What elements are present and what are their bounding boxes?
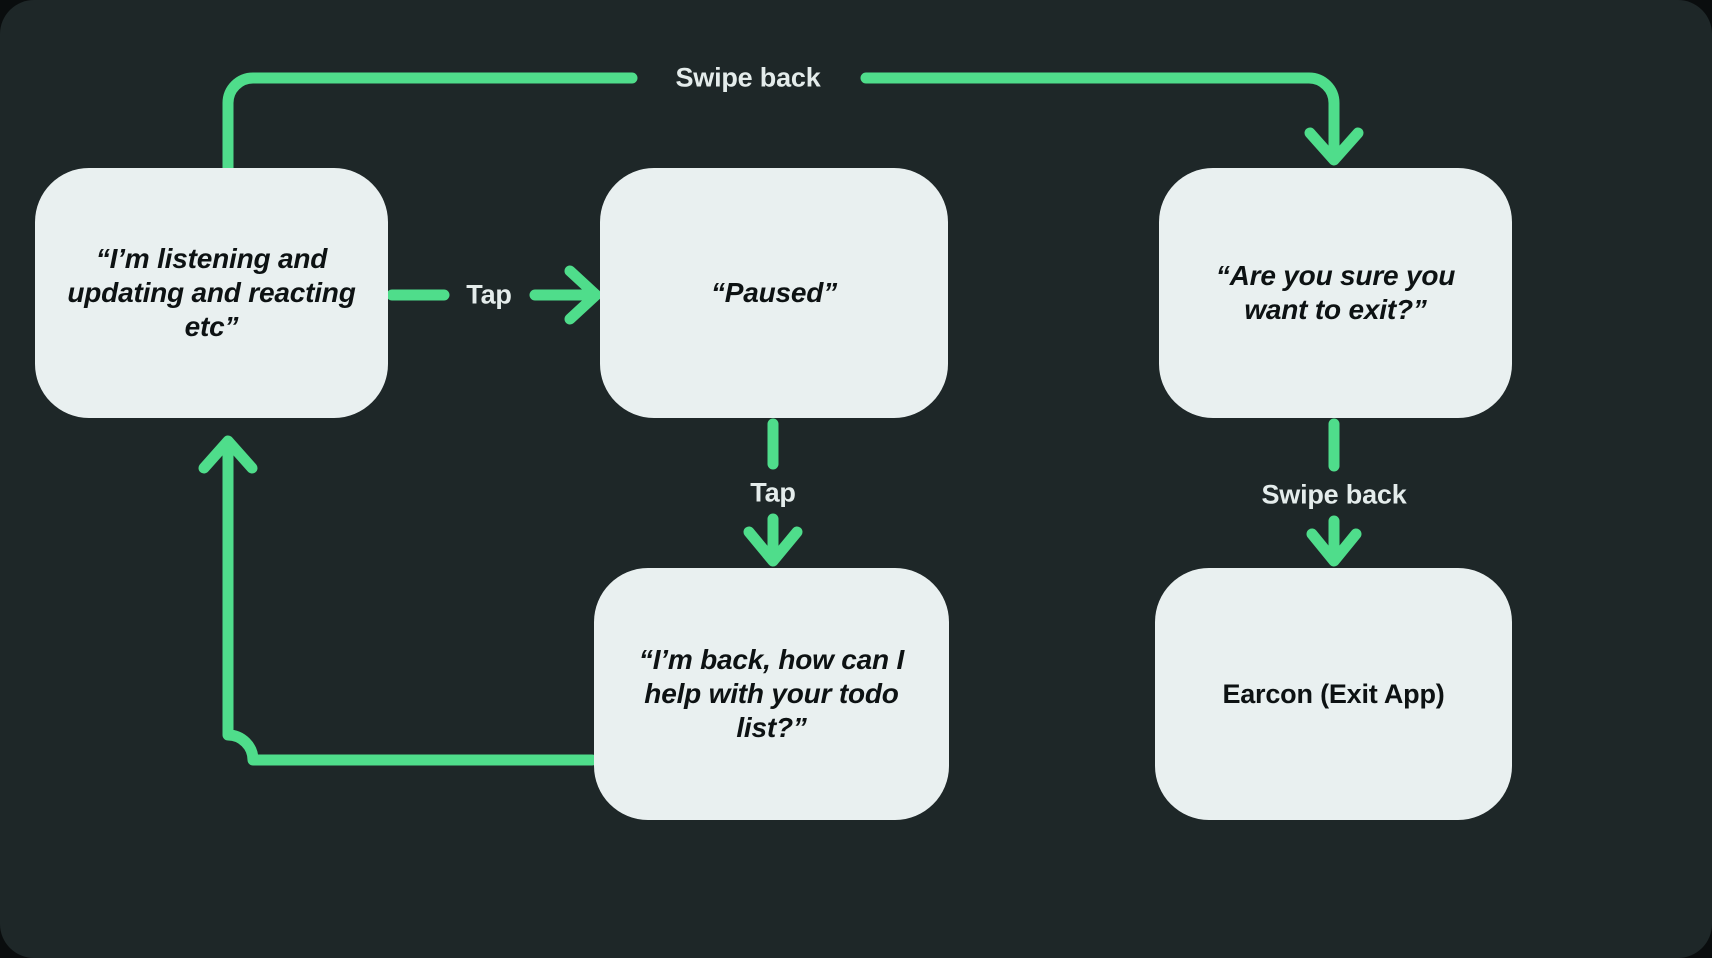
edge-swipe-back-top-left-segment [222,72,638,174]
state-paused[interactable]: “Paused” [600,168,948,418]
state-listening[interactable]: “I’m listening and updating and reacting… [35,168,388,418]
edge-return-line [222,446,598,766]
edge-label-tap-paused-back: Tap [750,477,796,508]
state-earcon-exit-app[interactable]: Earcon (Exit App) [1155,568,1512,820]
edge-label-swipe-back-top: Swipe back [675,62,821,93]
edge-tap-down-arrowhead [743,526,803,567]
edge-swipe-back-exit-arrowhead [1306,528,1362,567]
edge-label-tap-listening-paused: Tap [466,279,512,310]
edge-swipe-back-top-right-segment [860,72,1340,158]
state-confirm-exit[interactable]: “Are you sure you want to exit?” [1159,168,1512,418]
edge-tap-right-arrowhead [564,265,602,325]
state-back[interactable]: “I’m back, how can I help with your todo… [594,568,949,820]
edge-swipe-back-top-arrowhead [1304,127,1364,166]
edge-label-swipe-back-exit: Swipe back [1261,479,1407,510]
edge-return-arrowhead [198,435,258,474]
